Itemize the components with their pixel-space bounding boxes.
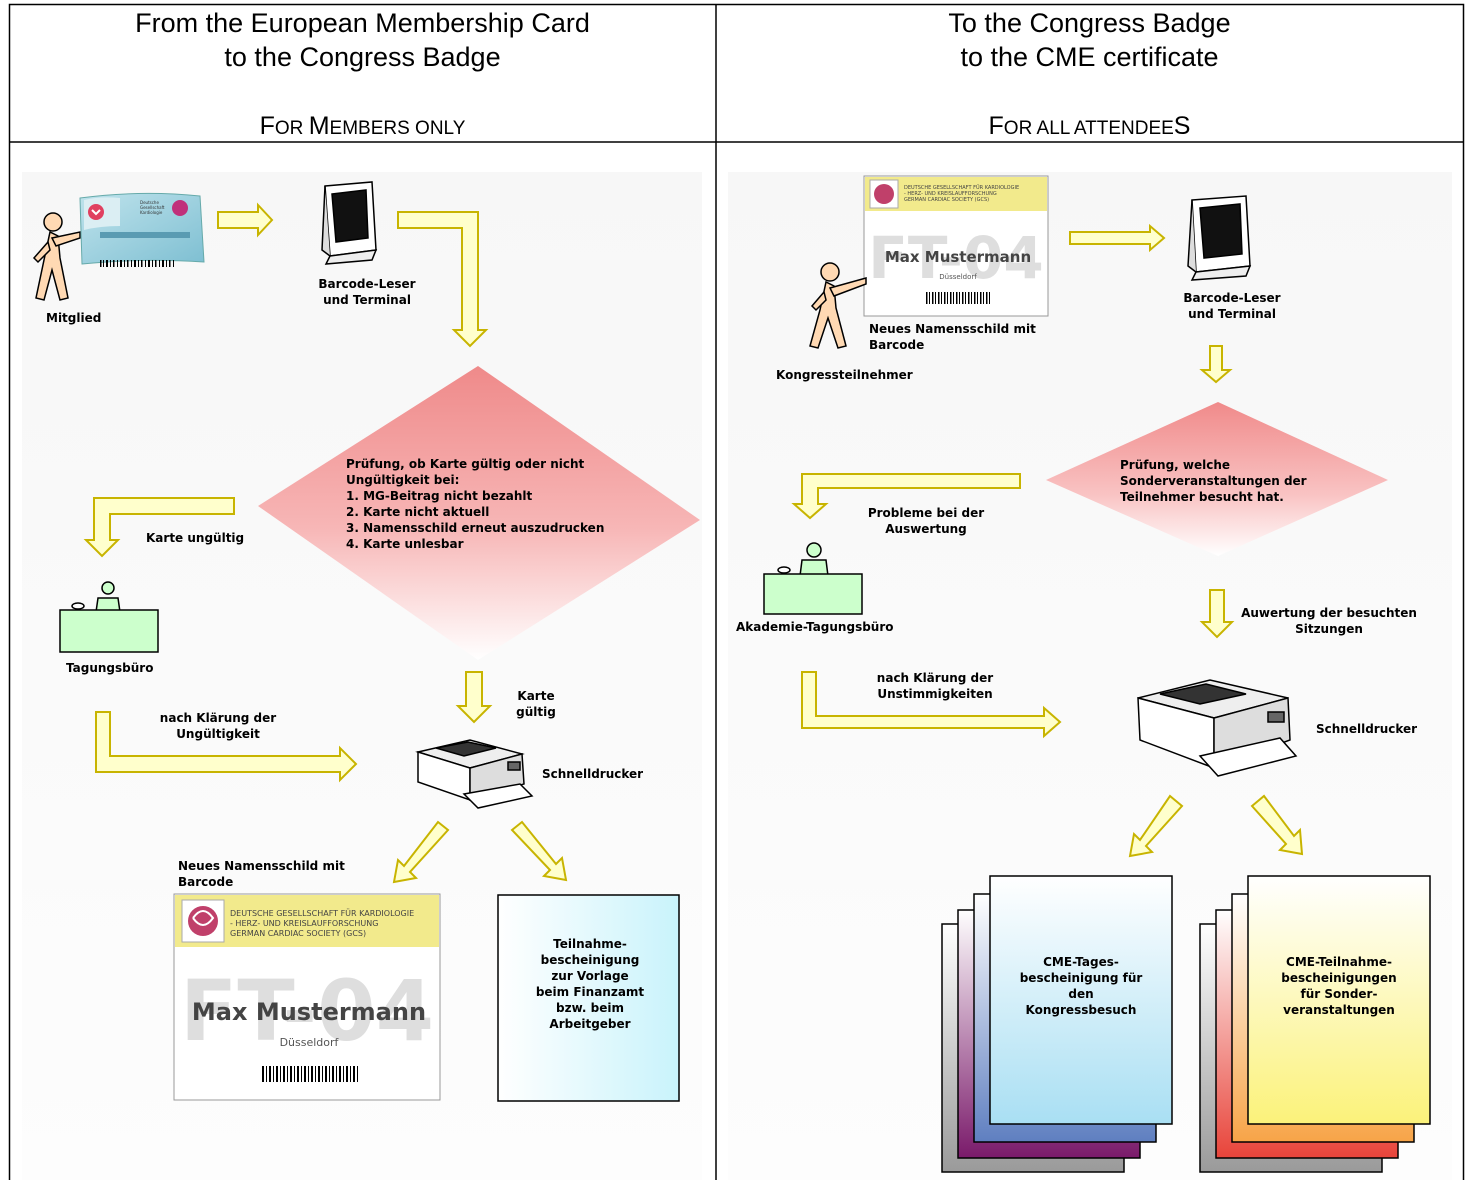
attendee-person-icon — [809, 262, 867, 349]
svg-text:Max Mustermann: Max Mustermann — [885, 248, 1031, 266]
card-valid-label: Karte gültig — [516, 689, 556, 719]
svg-text:GERMAN CARDIAC SOCIETY (GCS): GERMAN CARDIAC SOCIETY (GCS) — [230, 929, 366, 938]
barcode-reader-icon — [321, 181, 378, 265]
check-diamond-right — [1046, 402, 1388, 556]
arrow-office-to-printer — [95, 711, 358, 783]
certificate-label: Teilnahme- bescheinigung zur Vorlage bei… — [535, 937, 645, 1031]
academy-office-icon — [763, 542, 863, 615]
right-new-badge-label: Neues Namensschild mit Barcode — [869, 322, 1036, 352]
right-check-label: Prüfung, welche Sonderveranstaltungen de… — [1120, 458, 1307, 504]
svg-text:Gesellschaft: Gesellschaft — [140, 205, 165, 210]
right-title-line1: To the Congress Badge — [948, 8, 1231, 38]
svg-text:- HERZ- UND KREISLAUFFORSCHUNG: - HERZ- UND KREISLAUFFORSCHUNG — [904, 191, 997, 197]
name-badge-left: DEUTSCHE GESELLSCHAFT FÜR KARDIOLOGIE - … — [173, 893, 441, 1101]
reader-label: Barcode-Leser und Terminal — [318, 277, 416, 307]
left-column-title: From the European Membership Card to the… — [10, 6, 715, 74]
svg-text:GERMAN CARDIAC SOCIETY (GCS): GERMAN CARDIAC SOCIETY (GCS) — [904, 197, 989, 203]
cme-special-certificate-stack — [1199, 875, 1431, 1173]
check-label: Prüfung, ob Karte gültig oder nicht Ungü… — [346, 457, 605, 551]
svg-text:Düsseldorf: Düsseldorf — [280, 1036, 340, 1049]
svg-text:- HERZ- UND KREISLAUFFORSCHUNG: - HERZ- UND KREISLAUFFORSCHUNG — [230, 919, 378, 928]
left-subtitle-part2: OR — [274, 118, 309, 139]
right-title-line2: to the CME certificate — [960, 42, 1219, 72]
name-badge-right: DEUTSCHE GESELLSCHAFT FÜR KARDIOLOGIE - … — [863, 175, 1049, 317]
right-subtitle-part1: F — [988, 112, 1004, 140]
check-diamond — [258, 366, 700, 660]
arrow-office-to-printer-right — [801, 671, 1062, 739]
svg-text:Kardiologie: Kardiologie — [140, 210, 163, 215]
right-subtitle-part3: S — [1173, 112, 1191, 140]
member-person-icon — [32, 212, 81, 301]
academy-office-label: Akademie-Tagungsbüro — [736, 620, 894, 634]
barcode-reader-icon-right — [1187, 195, 1252, 281]
new-badge-label: Neues Namensschild mit Barcode — [178, 859, 345, 889]
right-column-subtitle: FOR ALL ATTENDEES — [716, 112, 1463, 141]
arrow-printer-to-cert — [510, 820, 568, 882]
svg-text:Düsseldorf: Düsseldorf — [939, 273, 977, 281]
membership-card-icon: Deutsche Gesellschaft Kardiologie — [79, 192, 205, 267]
arrow-printer-to-badge — [392, 820, 450, 884]
card-invalid-label: Karte ungültig — [146, 531, 245, 545]
left-column-subtitle: FOR MEMBERS ONLY — [10, 112, 715, 141]
member-label: Mitglied — [46, 311, 102, 325]
right-printer-label: Schnelldrucker — [1316, 722, 1418, 736]
printer-icon-right — [1137, 679, 1298, 777]
svg-text:FT-04: FT-04 — [180, 962, 434, 1060]
office-label: Tagungsbüro — [66, 661, 154, 675]
cme-day-certificate-label: CME-Tages- bescheinigung für den Kongres… — [1019, 955, 1143, 1017]
left-subtitle-part1: F — [259, 112, 275, 140]
arrow-printer-to-cme-special — [1250, 794, 1304, 856]
left-title-line2: to the Congress Badge — [224, 42, 501, 72]
arrow-member-to-reader — [217, 202, 274, 238]
arrow-check-to-office — [83, 497, 235, 558]
arrow-printer-to-cme-day — [1128, 794, 1184, 858]
svg-text:DEUTSCHE GESELLSCHAFT FÜR KARD: DEUTSCHE GESELLSCHAFT FÜR KARDIOLOGIE — [230, 908, 414, 918]
arrow-reader-to-check — [397, 211, 489, 348]
cme-day-certificate-stack — [941, 875, 1173, 1173]
left-subtitle-part4: EMBERS ONLY — [329, 118, 466, 139]
arrow-reader-to-check-right — [1199, 345, 1233, 384]
arrow-check-to-printer — [455, 671, 493, 724]
svg-text:Deutsche: Deutsche — [140, 200, 159, 205]
problems-label: Probleme bei der Auswertung — [867, 506, 985, 536]
attendee-label: Kongressteilnehmer — [776, 368, 913, 382]
arrow-check-to-printer-right — [1199, 589, 1235, 639]
conference-office-icon — [59, 581, 159, 653]
svg-text:Max Mustermann: Max Mustermann — [192, 998, 426, 1026]
arrow-attendee-to-reader — [1069, 223, 1166, 253]
printer-icon — [415, 739, 534, 809]
right-subtitle-part2: OR ALL ATTENDEE — [1003, 118, 1174, 139]
certificate-paper-left — [497, 894, 680, 1102]
left-subtitle-part3: M — [308, 112, 330, 140]
svg-text:DEUTSCHE GESELLSCHAFT FÜR KARD: DEUTSCHE GESELLSCHAFT FÜR KARDIOLOGIE — [904, 184, 1019, 191]
cme-special-certificate-label: CME-Teilnahme- bescheinigungen für Sonde… — [1281, 955, 1397, 1017]
left-title-line1: From the European Membership Card — [135, 8, 590, 38]
evaluation-label: Auwertung der besuchten Sitzungen — [1241, 606, 1417, 636]
arrow-check-to-office-right — [791, 473, 1021, 520]
printer-label: Schnelldrucker — [542, 767, 644, 781]
right-reader-label: Barcode-Leser und Terminal — [1183, 291, 1281, 321]
right-column-title: To the Congress Badge to the CME certifi… — [716, 6, 1463, 74]
right-clarify-label: nach Klärung der Unstimmigkeiten — [876, 671, 994, 701]
clarify-label: nach Klärung der Ungültigkeit — [159, 711, 277, 741]
svg-text:FT-04: FT-04 — [868, 224, 1043, 292]
